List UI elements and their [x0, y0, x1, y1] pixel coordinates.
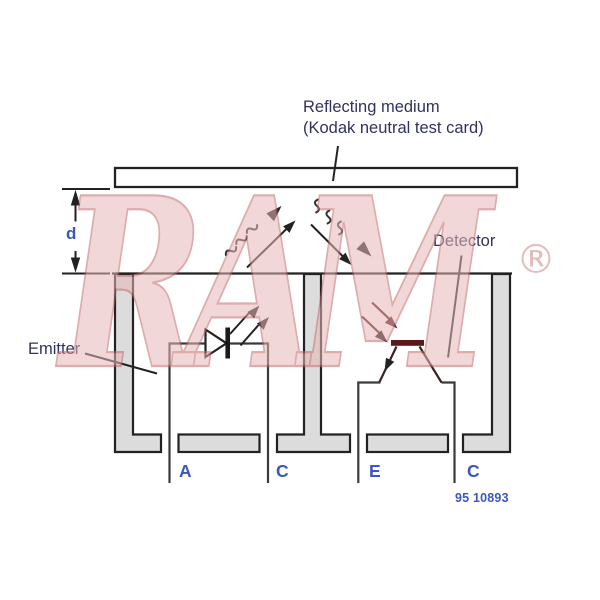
transistor-collector-line	[418, 345, 443, 384]
incident-light-arrows	[361, 301, 398, 343]
sensor-housing	[112, 272, 512, 454]
distance-label: d	[66, 224, 77, 243]
emitter-label-leader-line	[84, 352, 158, 375]
housing-base-block-left	[177, 433, 261, 454]
pin-label-cathode: C	[276, 461, 289, 481]
collector-lead-wire	[441, 381, 456, 483]
emitter-lead-wire	[357, 381, 381, 483]
pin-label-collector: C	[467, 461, 480, 481]
detector-label: Detector	[433, 232, 496, 250]
housing-center-divider	[275, 272, 352, 454]
phototransistor-symbol	[357, 301, 456, 483]
emitted-light-ray	[224, 206, 296, 269]
reflected-light-ray	[310, 198, 372, 265]
housing-right-wall	[461, 272, 512, 454]
part-number: 95 10893	[455, 491, 509, 505]
reflecting-medium-line2: (Kodak neutral test card)	[303, 119, 484, 137]
housing-base-block-right	[365, 433, 450, 454]
pin-label-emitter: E	[369, 461, 381, 481]
reflected-ray-wave-marks	[313, 198, 344, 236]
dimension-arrow-up	[70, 189, 81, 206]
emitter-label: Emitter	[28, 340, 81, 358]
reflecting-medium-line1: Reflecting medium	[303, 98, 440, 116]
led-emission-arrows	[229, 305, 269, 347]
detector-label-leader-line	[447, 255, 463, 358]
distance-dimension	[62, 188, 110, 275]
led-emitter-symbol	[168, 305, 270, 483]
pin-label-anode: A	[179, 461, 192, 481]
transistor-emitter-arrowhead	[384, 357, 395, 372]
reflecting-card	[113, 166, 519, 189]
dimension-arrow-down	[70, 257, 81, 273]
reflecting-label-leader-line	[332, 145, 339, 182]
emitted-ray-floating-arrowhead	[266, 206, 282, 222]
reflected-ray-floating-arrowhead	[356, 241, 372, 257]
transistor-base-bar	[391, 340, 424, 346]
emitted-ray-wave-marks	[224, 223, 259, 257]
led-triangle	[204, 327, 229, 360]
reflecting-medium-label: Reflecting medium (Kodak neutral test ca…	[303, 97, 484, 139]
